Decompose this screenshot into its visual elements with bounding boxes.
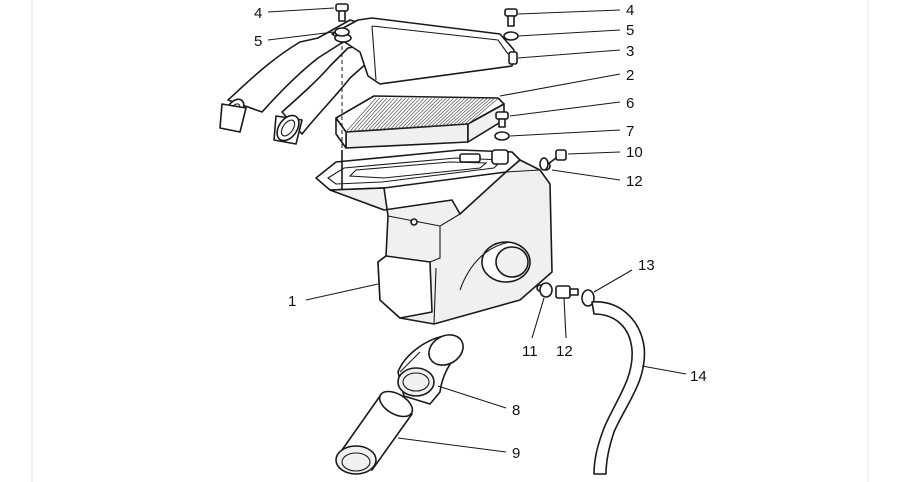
- filter-pleat: [404, 97, 436, 129]
- part-drain-hose: [591, 301, 646, 475]
- filter-pleat: [390, 97, 421, 130]
- callout-labels: 4 5 4 5 3 2 6 7 10 12 13 1 11 12 14 8 9: [254, 2, 707, 462]
- filter-pleat: [397, 97, 429, 129]
- fastener-screw-4-left: [335, 3, 349, 22]
- filter-pleat: [467, 98, 499, 125]
- filter-pleat: [364, 97, 395, 132]
- filter-pleat: [353, 97, 384, 132]
- callout-3: 3: [626, 43, 634, 60]
- part-intake-tube: [335, 390, 414, 475]
- leader-lines: [267, 7, 687, 453]
- callout-8: 8: [512, 402, 520, 419]
- callout-5-right: 5: [626, 22, 634, 39]
- filter-pleat: [434, 98, 465, 127]
- filter-pleat: [412, 98, 443, 128]
- callout-12-upper: 12: [626, 173, 643, 190]
- callout-14: 14: [690, 368, 707, 385]
- filter-pleat: [423, 98, 454, 128]
- callout-12-lower: 12: [556, 343, 573, 360]
- fastener-screw-4-right: [504, 8, 518, 27]
- filter-pleat: [393, 97, 425, 130]
- filter-pleat: [415, 98, 447, 128]
- callout-11: 11: [522, 343, 538, 360]
- filter-pleat: [441, 98, 473, 126]
- filter-pleat: [427, 98, 458, 127]
- filter-pleat: [430, 98, 462, 127]
- callout-6: 6: [626, 95, 634, 112]
- filter-pleat: [379, 97, 410, 131]
- filter-pleat: [452, 98, 484, 126]
- washer-5-right: [503, 31, 519, 41]
- filter-pleat: [367, 97, 399, 131]
- filter-pleat: [382, 97, 414, 130]
- part-rubber-elbow: [397, 334, 464, 405]
- filter-pleat: [356, 97, 388, 132]
- filter-pleat: [460, 98, 491, 125]
- callout-4-right: 4: [626, 2, 634, 19]
- filter-pleat: [445, 98, 477, 126]
- filter-pleat: [449, 98, 480, 126]
- filter-pleat: [419, 98, 451, 128]
- part-intake-cover: [219, 17, 518, 145]
- filter-pleat: [345, 97, 377, 133]
- washer-5-left: [334, 27, 350, 37]
- washer-7: [494, 131, 510, 141]
- callout-4-left: 4: [254, 5, 262, 22]
- filter-pleat: [375, 97, 406, 131]
- seal-11: [539, 282, 553, 298]
- hose-clamp-13: [581, 289, 595, 307]
- filter-pleat: [349, 97, 380, 132]
- rubber-mount: [491, 149, 509, 165]
- filter-pleat: [464, 98, 495, 125]
- filter-pleat: [401, 97, 432, 129]
- filter-pleat: [456, 98, 488, 125]
- filter-pleat: [371, 97, 403, 131]
- washer-12-upper: [539, 157, 549, 171]
- part-airbox-housing: [315, 149, 553, 325]
- callout-7: 7: [626, 123, 634, 140]
- filter-pleat: [408, 98, 440, 129]
- callout-9: 9: [512, 445, 520, 462]
- fitting-12-lower: [555, 285, 579, 299]
- filter-pleat: [360, 97, 392, 132]
- filter-pleat: [438, 98, 469, 127]
- callout-2: 2: [626, 67, 634, 84]
- callout-13: 13: [638, 257, 655, 274]
- callout-10: 10: [626, 144, 643, 161]
- callout-5-left: 5: [254, 33, 262, 50]
- fastener-bolt-10: [547, 149, 567, 165]
- part-filter-element: [335, 95, 505, 149]
- filter-pleat: [386, 97, 417, 130]
- fastener-screw-6: [495, 111, 509, 128]
- callout-1: 1: [288, 293, 296, 310]
